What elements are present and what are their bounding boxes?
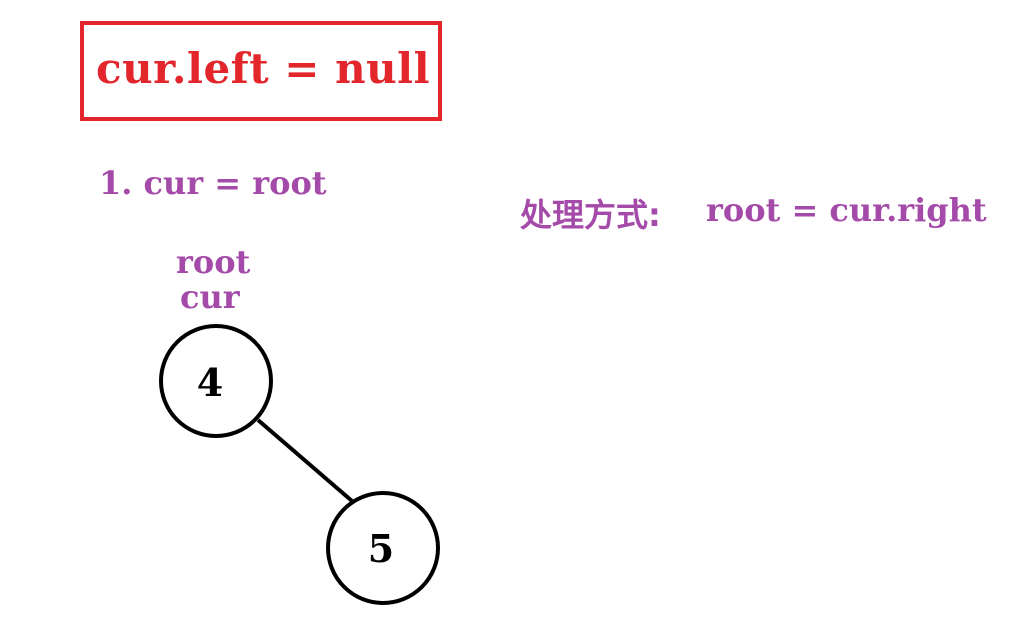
tree-node-right-child [326, 491, 440, 605]
title-condition: cur.left = null [96, 44, 431, 93]
tree-edge [256, 418, 354, 503]
cur-pointer-label: cur [180, 278, 240, 316]
root-pointer-label: root [176, 243, 251, 281]
tree-node-root [159, 324, 273, 438]
method-label: 处理方式: [520, 196, 661, 234]
tree-node-right-child-value: 5 [368, 526, 394, 571]
step-text: 1. cur = root [99, 164, 327, 202]
title-box [80, 21, 442, 121]
tree-node-root-value: 4 [197, 360, 223, 405]
method-code: root = cur.right [706, 191, 987, 229]
